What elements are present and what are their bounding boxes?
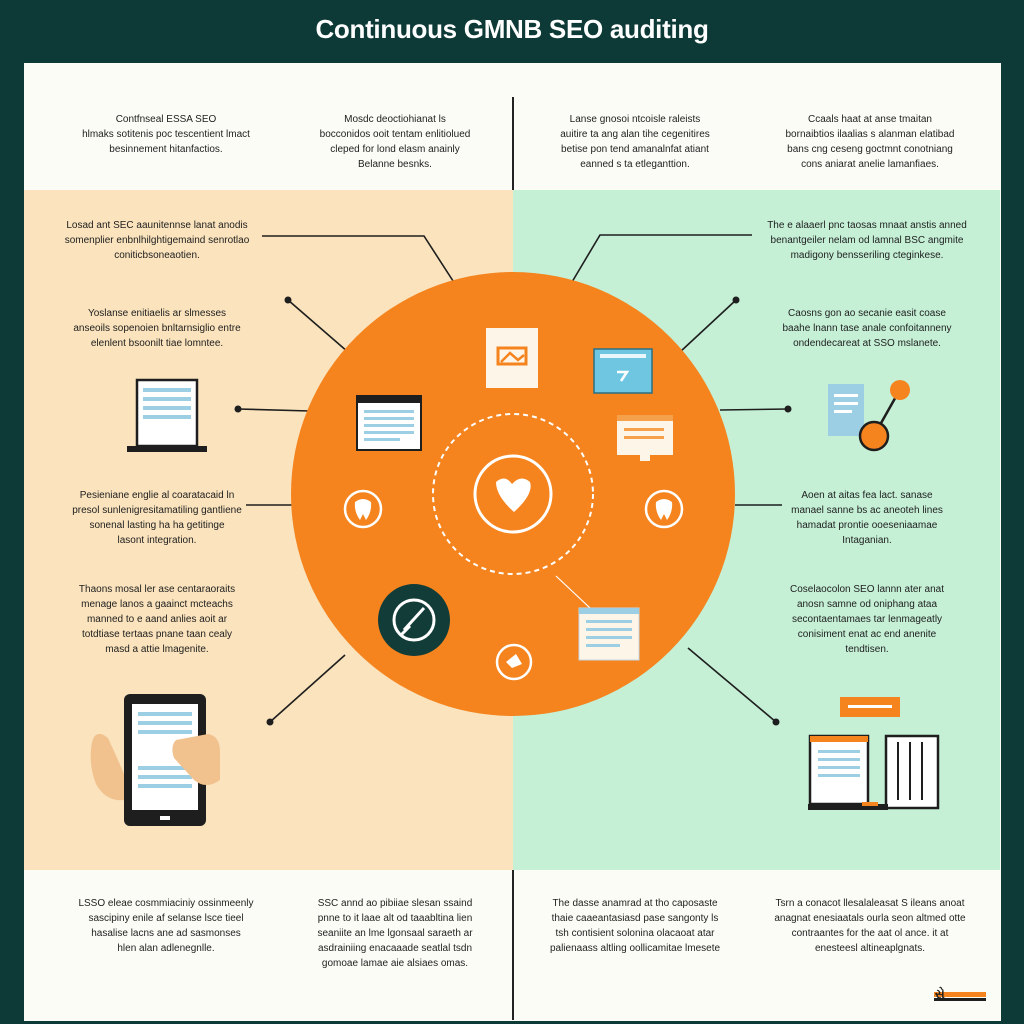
- connector-lines: [237, 234, 789, 723]
- play-badge-icon: [495, 643, 533, 681]
- center-divider-top: [512, 97, 514, 190]
- computer-server-icon: [808, 697, 940, 810]
- bottom-note-2: SSC annd ao pibiiae slesan ssaind pnne t…: [317, 898, 473, 969]
- bottom-note-3: The dasse anamrad at tho caposaste thaie…: [549, 898, 721, 954]
- right-note-4: Coselaocolon SEO lannn ater anat anosn s…: [790, 584, 944, 655]
- tablet-hand-icon: [90, 694, 220, 826]
- left-note-4: Thaons mosal ler ase centaraoraits menag…: [78, 584, 236, 655]
- right-note-1: The e alaaerl pnc taosas mnaat anstis an…: [767, 220, 967, 261]
- right-note-3: Aoen at aitas fea lact. sanase manael sa…: [791, 490, 943, 546]
- connector-right-3: [719, 408, 789, 411]
- left-note-2: Yoslanse enitiaelis ar slmesses anseoils…: [73, 308, 241, 349]
- center-divider-bottom: [512, 870, 514, 1020]
- monitor-icon: [617, 415, 673, 461]
- document-icon: [356, 395, 422, 451]
- connector-left-3: [237, 408, 311, 412]
- brand-logo-icon: [934, 992, 986, 1001]
- connector-left-1: [262, 235, 456, 285]
- connector-right-1: [571, 234, 752, 283]
- right-note-2: Caosns gon ao secanie easit coase baahe …: [782, 308, 952, 349]
- connector-right-5: [687, 647, 777, 723]
- tooth-badge-icon-right: [644, 489, 684, 529]
- top-note-1: Contfnseal ESSA SEO hlmaks sotitenis poc…: [82, 114, 250, 155]
- top-note-2: Mosdc deoctiohianat ls bocconidos ooit t…: [319, 114, 471, 170]
- infographic-title: Continuous GMNB SEO auditing: [315, 14, 709, 44]
- brand-mark: સે: [935, 987, 945, 1001]
- browser-window-icon: [593, 348, 653, 394]
- laptop-icon: [127, 378, 207, 452]
- hub-link-line: [555, 575, 591, 609]
- hub-center-ring: [473, 454, 553, 534]
- left-note-3: Pesieniane englie al coaratacaid ln pres…: [72, 490, 242, 546]
- bottom-note-4: Tsrn a conacot llesalaleasat S ileans an…: [774, 898, 966, 954]
- hub-dashed-ring: [432, 413, 594, 575]
- tooth-badge-icon-left: [343, 489, 383, 529]
- speech-bubble-icon: [378, 584, 450, 656]
- left-note-1: Losad ant SEC aaunitennse lanat anodis s…: [64, 220, 250, 261]
- report-sheet-icon: [578, 607, 640, 661]
- top-note-3: Lanse gnosoi ntcoisle raleists auitire t…: [560, 114, 710, 170]
- connector-left-5: [269, 654, 346, 723]
- connector-dots: [234, 296, 792, 726]
- image-card-icon: [486, 328, 538, 388]
- bottom-note-1: LSSO eleae cosmmiaciniy ossinmeenly sasc…: [78, 898, 254, 954]
- heart-icon: [496, 478, 531, 512]
- connector-left-2: [287, 299, 349, 353]
- connector-right-2: [679, 299, 737, 353]
- top-note-4: Ccaals haat at anse tmaitan bornaibtios …: [785, 114, 955, 170]
- node-graph-icon: [828, 380, 910, 452]
